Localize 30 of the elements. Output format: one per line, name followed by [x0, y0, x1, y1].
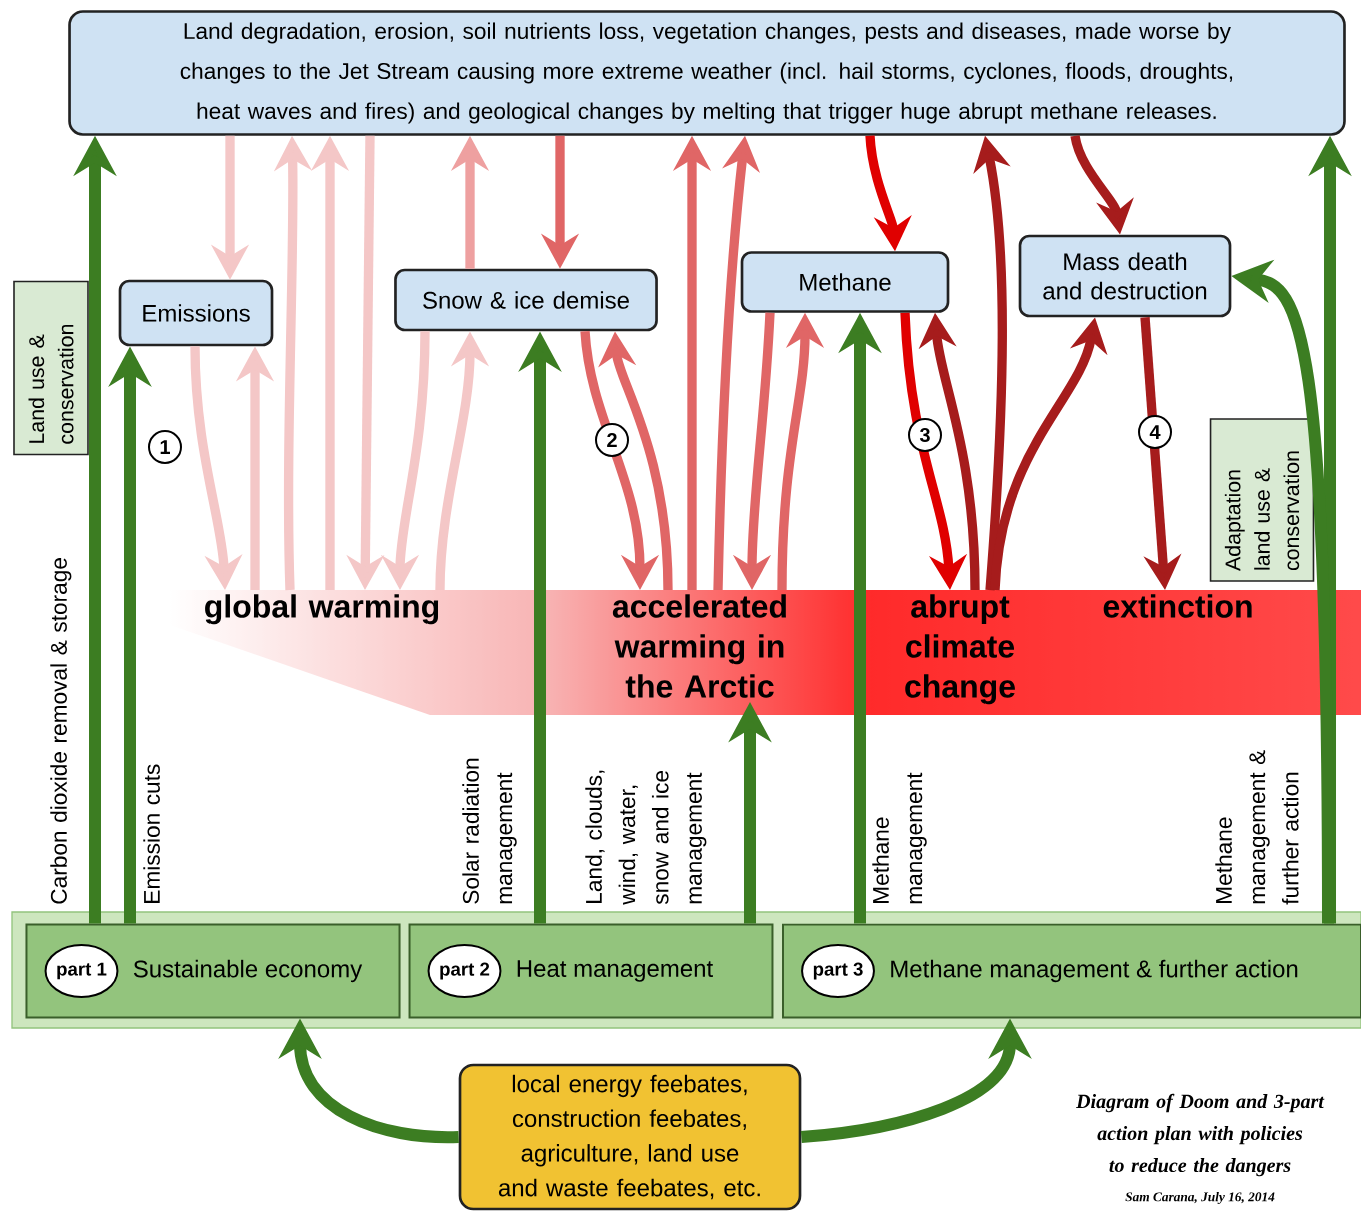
edge-label: Methane management & further action	[1215, 750, 1299, 905]
part-box: part 3 Methane management & further action	[782, 923, 1361, 1019]
callout-number: 2	[595, 423, 629, 457]
concept-box: Mass death and destruction	[1018, 234, 1232, 318]
edge-label: Carbon dioxide removal & storage	[50, 558, 72, 904]
author-credit: Sam Carana, July 16, 2014	[1125, 1191, 1275, 1205]
edge-label: Solar radiation management	[462, 758, 517, 904]
part-badge: part 2	[427, 944, 502, 998]
side-box: Land use & conservation	[13, 280, 89, 456]
band-label: accelerated warming in the Arctic	[612, 594, 786, 698]
edge-label: Methane management	[872, 772, 927, 904]
callout-number: 1	[148, 430, 182, 464]
edge-label: Emission cuts	[143, 764, 160, 903]
band-label: global warming	[205, 594, 439, 625]
policy-box: local energy feebates, construction feebates, agriculture, land use and waste feebates, etc.	[458, 1063, 802, 1211]
band-label: abrupt climate change	[905, 594, 1015, 705]
callout-number: 4	[1138, 415, 1172, 449]
band-label: extinction	[1103, 594, 1252, 618]
part-badge: part 1	[44, 944, 119, 998]
callout-number: 3	[908, 418, 942, 452]
side-box: Adaptation land use & conservation	[1209, 418, 1315, 582]
part-box: part 1 Sustainable economy	[25, 923, 401, 1019]
concept-box: Snow & ice demise	[394, 268, 658, 332]
edge-label: Land, clouds, wind, water, snow and ice management	[585, 770, 707, 905]
info-box: Land degradation, erosion, soil nutrients loss, vegetation changes, pests and diseases, made worse by changes to the Jet Stream causing more extreme weather (incl. hail storms, cyclones, floods, droughts, heat waves and fires) and geological changes by melting that trigger huge abrupt methane releases.	[68, 10, 1346, 136]
caption: Diagram of Doom and 3-part action plan with policies to reduce the dangers	[1075, 1093, 1325, 1177]
part-badge: part 3	[801, 944, 875, 998]
part-box: part 2 Heat management	[408, 923, 774, 1019]
concept-box: Emissions	[118, 279, 274, 347]
concept-box: Methane	[740, 251, 950, 313]
